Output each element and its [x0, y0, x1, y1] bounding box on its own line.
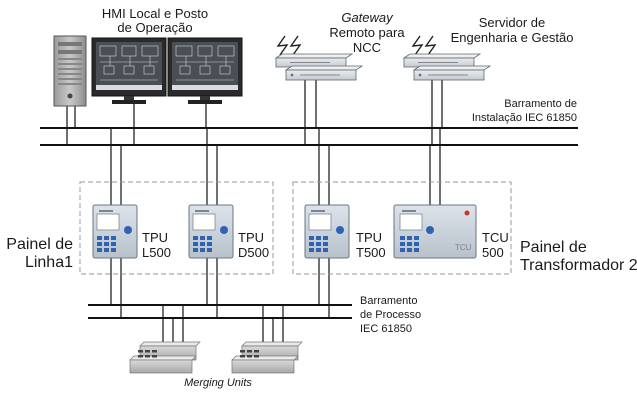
panel-line-label: Linha1: [25, 254, 73, 271]
panel-line-box: [79, 181, 274, 275]
rack-unit-icon: [402, 53, 482, 68]
merging-unit-icon: [231, 341, 303, 374]
relay-tpu-l500-icon: [92, 204, 138, 259]
gateway-label: NCC: [353, 40, 381, 55]
device-label: 500: [482, 245, 504, 260]
process-bus: [88, 304, 352, 319]
gateway-label: Remoto para: [329, 25, 405, 40]
tcu-brand-text: TCU: [455, 243, 472, 252]
merging-units-label: Merging Units: [184, 377, 252, 389]
monitor-icon: [91, 37, 167, 104]
panel-transformer-label: Painel de: [520, 239, 587, 256]
device-label: L500: [142, 245, 171, 260]
device-label: TPU: [238, 230, 264, 245]
merging-unit-icon: [129, 341, 201, 374]
station-bus-label: Instalação IEC 61850: [472, 112, 577, 124]
device-label: T500: [356, 245, 386, 260]
lightning-icon: [411, 35, 437, 56]
panel-line-label: Painel de: [6, 236, 73, 253]
gateway-label: Gateway: [341, 10, 394, 25]
process-bus-label: IEC 61850: [360, 323, 412, 335]
server-device: [402, 35, 492, 81]
server-label: Engenharia e Gestão: [451, 30, 574, 45]
device-label: D500: [238, 245, 269, 260]
hmi-workstation: [53, 35, 243, 107]
monitor-icon: [167, 37, 243, 104]
rack-unit-icon: [274, 53, 354, 68]
station-bus-label: Barramento de: [504, 98, 577, 110]
process-bus-label: Barramento: [360, 295, 417, 307]
control-unit-tcu-icon: TCU: [393, 204, 477, 259]
panel-transformer-box: [292, 181, 512, 275]
computer-tower-icon: [53, 35, 87, 107]
device-label: TPU: [142, 230, 168, 245]
process-bus-label: de Processo: [360, 309, 421, 321]
relay-tpu-t500-icon: [304, 204, 350, 259]
rack-unit-icon: [284, 65, 364, 81]
panel-transformer-label: Transformador 2: [520, 257, 637, 274]
server-label: Servidor de: [479, 15, 545, 30]
lightning-icon: [276, 35, 302, 56]
hmi-label: de Operação: [117, 20, 192, 35]
gateway-device: [274, 35, 364, 81]
device-label: TPU: [356, 230, 382, 245]
connection-lines: [66, 80, 443, 342]
relay-tpu-d500-icon: [188, 204, 234, 259]
hmi-label: HMI Local e Posto: [102, 6, 208, 21]
rack-unit-icon: [412, 65, 492, 81]
station-bus: [40, 127, 578, 146]
device-label: TCU: [482, 230, 509, 245]
